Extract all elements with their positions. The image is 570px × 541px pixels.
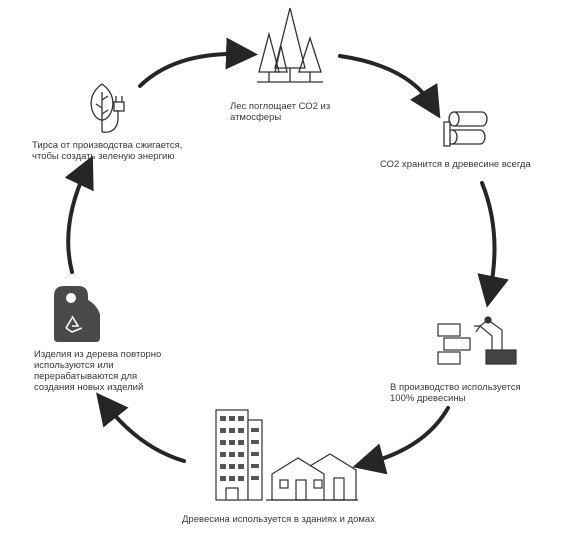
recycle-tag-icon	[54, 286, 100, 342]
step-storage-label: СО2 хранится в древесине всегда	[380, 159, 531, 170]
forest-icon	[257, 7, 323, 83]
step-energy-label: Тирса от производства сжигается, чтобы с…	[32, 140, 183, 162]
arrow-production-to-buildings	[352, 406, 450, 475]
logs-icon	[443, 111, 488, 147]
step-buildings-label: Древесина используется в зданиях и домах	[182, 514, 375, 525]
factory-icon	[437, 316, 517, 365]
arrow-buildings-to-recycling	[96, 392, 186, 463]
step-recycling-label: Изделия из дерева повторно используются …	[34, 349, 162, 393]
arrow-storage-to-production	[477, 181, 509, 308]
step-forest-label: Лес поглощает СО2 из атмосферы	[230, 101, 331, 123]
step-production-label: В производство используется 100% древеси…	[390, 382, 521, 404]
green-energy-icon	[90, 83, 125, 133]
arrow-energy-to-forest	[138, 37, 258, 88]
arrow-forest-to-storage	[338, 54, 441, 119]
buildings-icon	[215, 409, 358, 501]
arrow-recycling-to-energy	[64, 155, 94, 274]
